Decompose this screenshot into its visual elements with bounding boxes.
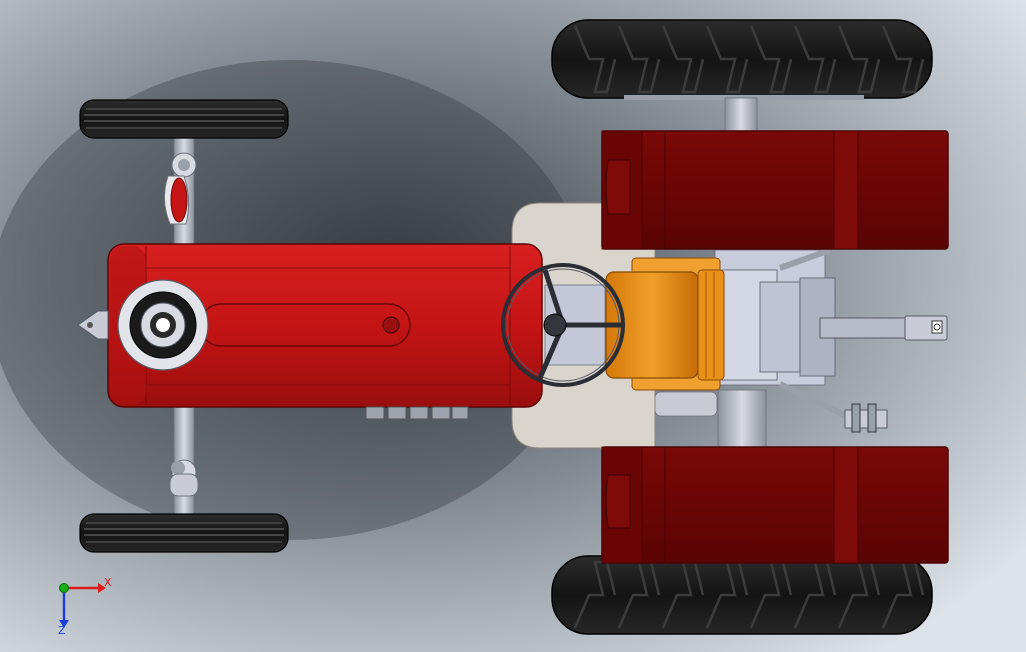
triad-z-label: Z [58, 624, 66, 637]
front-left-kingpin [164, 152, 197, 225]
rear-axle-housing [654, 391, 718, 417]
coordinate-triad: X Z [58, 576, 112, 637]
tire-tread [573, 560, 925, 629]
tread-lug [573, 25, 617, 94]
tread-lug [793, 560, 837, 629]
tread-lug [793, 25, 837, 94]
rear-right-fender[interactable] [601, 446, 949, 564]
rear-axle-lower [717, 389, 767, 451]
three-point-hitch[interactable] [844, 403, 888, 433]
rear-axle-upper [724, 97, 758, 135]
tread-lug [749, 560, 793, 629]
hood[interactable] [107, 243, 543, 408]
tread-lug [661, 25, 705, 94]
front-right-kingpin [169, 459, 199, 497]
operator-seat[interactable] [605, 257, 725, 391]
rear-left-fender[interactable] [601, 130, 949, 250]
tread-lug [705, 25, 749, 94]
tread-lug [661, 560, 705, 629]
tread-lug [749, 25, 793, 94]
tread-lug [881, 25, 925, 94]
drawbar[interactable] [819, 315, 948, 341]
tread-lug [617, 25, 661, 94]
tread-lug [617, 560, 661, 629]
rear-right-tire[interactable] [551, 555, 933, 635]
tread-lug [705, 560, 749, 629]
steering-wheel[interactable] [501, 263, 625, 387]
front-left-wheel[interactable] [79, 99, 289, 139]
front-right-wheel[interactable] [79, 513, 289, 553]
tread-lug [837, 25, 881, 94]
tire-tread [573, 25, 925, 94]
rear-left-tire[interactable] [551, 19, 933, 100]
radiator-pulley[interactable] [117, 279, 209, 371]
tread-lug [837, 560, 881, 629]
tread-lug [881, 560, 925, 629]
tread-lug [573, 560, 617, 629]
hood-vents [365, 406, 469, 420]
triad-x-label: X [104, 576, 112, 589]
